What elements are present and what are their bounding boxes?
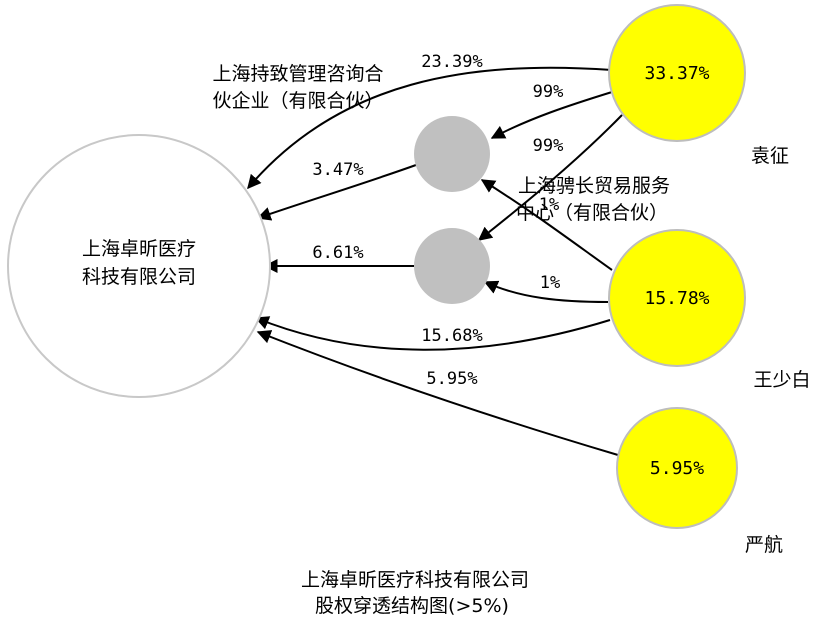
- pinchang-name-line1: 上海骋长贸易服务: [518, 175, 670, 197]
- wangshaobai-pct: 15.78%: [644, 288, 709, 309]
- edge-yuan-to-company: [247, 66, 613, 190]
- chizhi-name-line2: 伙企业（有限合伙）: [212, 90, 383, 112]
- edge-label-chizhi-to-company: 23.39%: [421, 52, 482, 72]
- yanhang-name: 严航: [745, 534, 783, 556]
- yanhang-node[interactable]: [616, 407, 738, 529]
- wangshaobai-node[interactable]: [608, 229, 746, 367]
- edge-label-yan-to-company: 5.95%: [426, 369, 477, 389]
- edge-label-pinchang-to-company: 6.61%: [312, 243, 363, 263]
- pinchang-name-line2: 中心（有限合伙）: [516, 202, 668, 224]
- company-name-line1: 上海卓昕医疗: [82, 238, 196, 260]
- edge-chizhi-to-company: [256, 164, 417, 221]
- edge-yan-to-company: [256, 330, 619, 456]
- edge-wang-to-company: [254, 316, 611, 351]
- edge-wang-to-chizhi: [480, 179, 613, 271]
- diagram-title-line1: 上海卓昕医疗科技有限公司: [301, 569, 529, 591]
- chizhi-name-line1: 上海持致管理咨询合: [212, 63, 383, 85]
- company-node[interactable]: [7, 134, 271, 398]
- wangshaobai-name: 王少白: [753, 369, 810, 391]
- company-name-line2: 科技有限公司: [82, 266, 196, 288]
- edge-label-yuan-to-chizhi: 99%: [533, 82, 564, 102]
- edge-yuan-to-pinchang: [477, 114, 623, 241]
- edge-label-yuan-to-pinchang: 99%: [533, 136, 564, 156]
- chizhi-intermediary-node[interactable]: [414, 116, 490, 192]
- edge-wang-to-pinchang: [483, 280, 609, 303]
- edge-label-chizhi-node-to-company: 3.47%: [312, 160, 363, 180]
- yanhang-pct: 5.95%: [650, 458, 704, 479]
- edge-label-wang-to-pinchang: 1%: [540, 273, 560, 293]
- pinchang-intermediary-node[interactable]: [414, 228, 490, 304]
- diagram-title-line2: 股权穿透结构图(>5%): [315, 595, 509, 617]
- yuanzheng-pct: 33.37%: [644, 63, 709, 84]
- yuanzheng-node[interactable]: [608, 4, 746, 142]
- edge-yuan-to-chizhi: [490, 91, 613, 139]
- edge-label-wang-to-company: 15.68%: [421, 326, 482, 346]
- yuanzheng-name: 袁征: [751, 145, 789, 167]
- edge-label-wang-to-chizhi: 1%: [539, 195, 559, 215]
